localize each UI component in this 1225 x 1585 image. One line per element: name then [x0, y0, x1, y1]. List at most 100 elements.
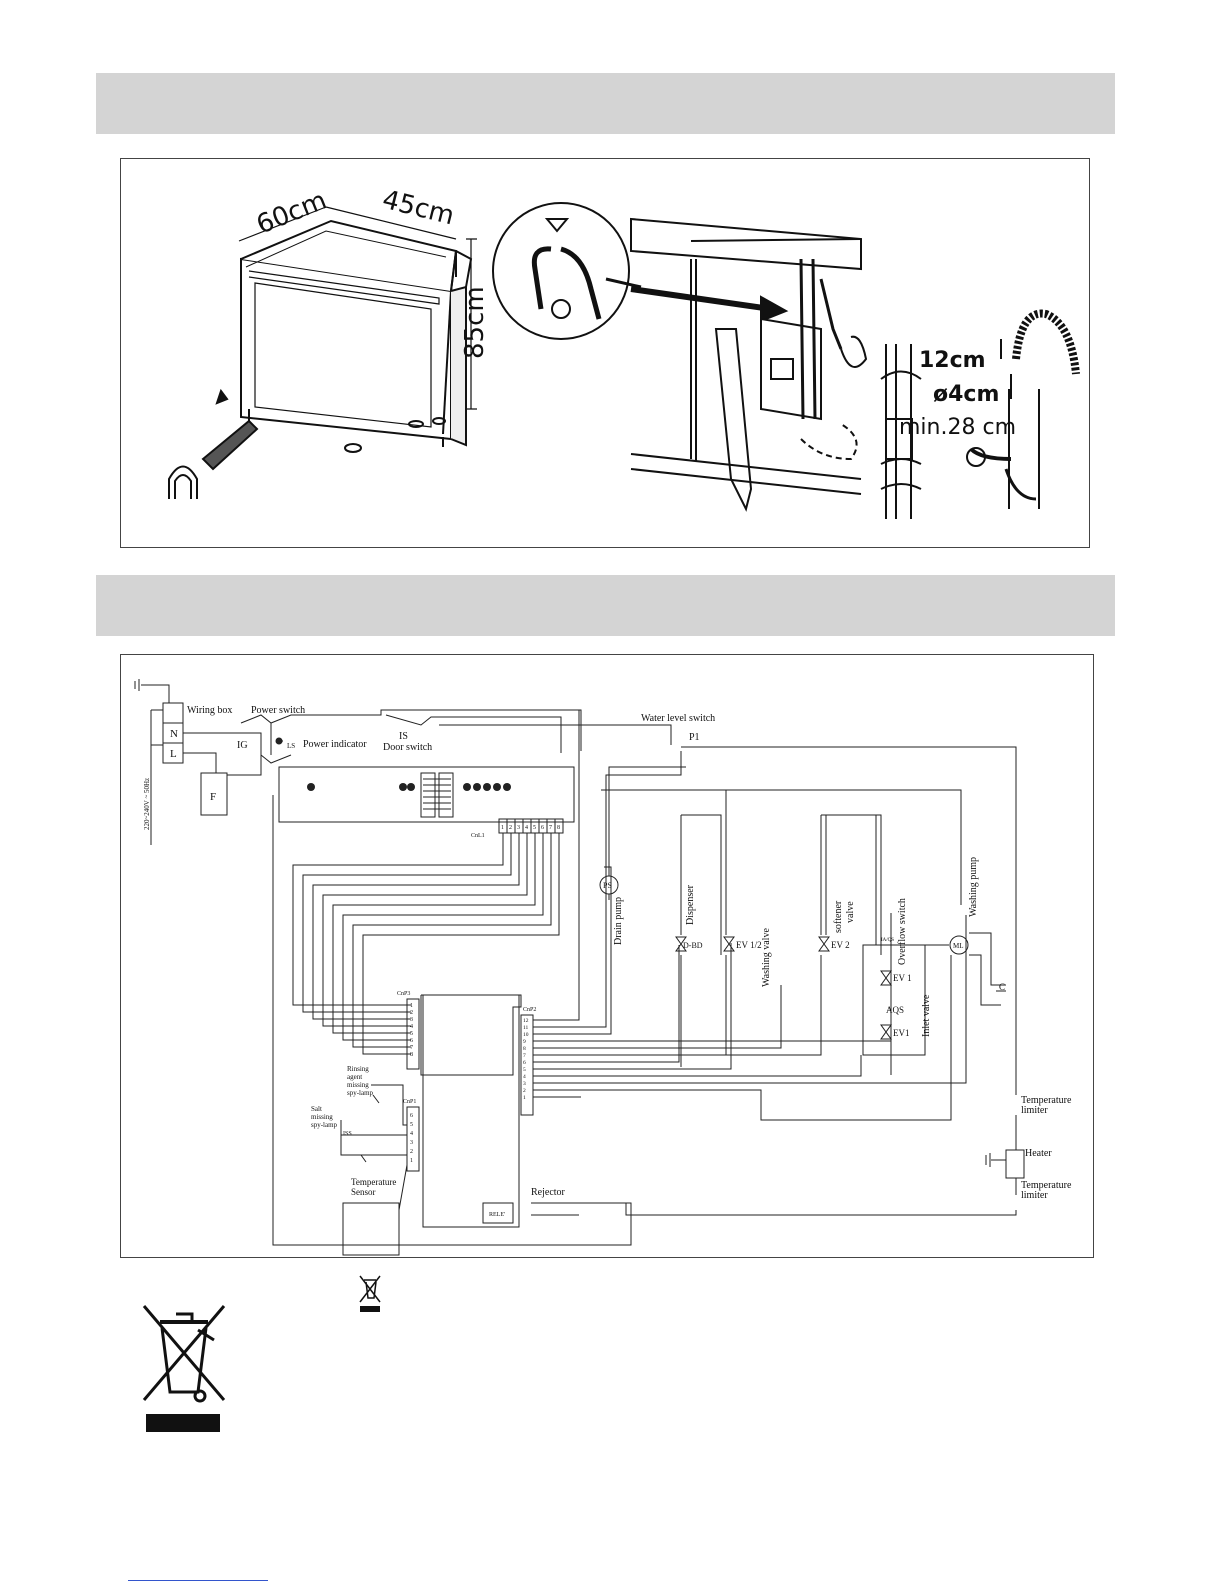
pin-cnp2: 8 — [523, 1046, 526, 1052]
pin-cnp3: 3 — [410, 1017, 413, 1023]
pin-cnp1: 3 — [410, 1140, 413, 1146]
label-temp-sensor-1: Temperature — [351, 1177, 396, 1187]
pin-cnl1: 8 — [557, 825, 560, 831]
pin-cnp2: 12 — [523, 1018, 529, 1024]
label-l: L — [170, 748, 177, 760]
pin-cnp3: 6 — [410, 1038, 413, 1044]
pin-cnp2: 11 — [523, 1025, 529, 1031]
label-cnl1: CnL1 — [471, 833, 485, 839]
label-door-switch: Door switch — [383, 742, 432, 753]
dim-height: 85cm — [460, 286, 490, 359]
weee-large-icon — [138, 1300, 230, 1436]
label-temp-sensor-2: Sensor — [351, 1187, 376, 1197]
label-ls: LS — [287, 742, 295, 750]
wiring-schematic: Wiring box Power switch Power indicator … — [134, 679, 1072, 1256]
pin-cnp3: 4 — [410, 1024, 413, 1030]
pin-cnp2: 9 — [523, 1039, 526, 1045]
label-door-switch-code: IS — [399, 731, 408, 742]
pin-cnl1: 4 — [525, 825, 528, 831]
pin-cnl1: 3 — [517, 825, 520, 831]
label-washing-pump: Washing pump — [968, 857, 979, 917]
pin-cnp1: 5 — [410, 1122, 413, 1128]
pin-cnp3: 8 — [410, 1052, 413, 1058]
label-ml: ML — [953, 942, 964, 950]
label-ev1b: EV1 — [893, 1028, 910, 1038]
label-wiring-box: Wiring box — [187, 705, 232, 716]
label-ev2: EV 2 — [831, 940, 850, 950]
label-p1: P1 — [689, 732, 700, 743]
label-softener-valve-2: valve — [845, 901, 856, 923]
pin-cnp2: 1 — [523, 1095, 526, 1101]
pin-cnl1: 2 — [509, 825, 512, 831]
label-salt-1: Salt — [311, 1105, 322, 1113]
pin-cnp3: 2 — [410, 1010, 413, 1016]
label-salt-3: spy-lamp — [311, 1121, 338, 1129]
pin-cnp2: 4 — [523, 1074, 526, 1080]
label-temp-limiter-4: limiter — [1021, 1190, 1048, 1201]
label-cnp2: CnP2 — [523, 1007, 536, 1013]
dim-hose-height: 12cm — [919, 348, 986, 373]
label-c: C — [999, 982, 1005, 992]
label-d-bd: D-BD — [683, 941, 703, 950]
pin-cnp2: 5 — [523, 1067, 526, 1073]
label-rele: RELE' — [489, 1212, 505, 1218]
pin-cnp2: 6 — [523, 1060, 526, 1066]
wiring-diagram: Wiring box Power switch Power indicator … — [120, 654, 1094, 1258]
label-salt-2: missing — [311, 1113, 333, 1121]
label-power-indicator: Power indicator — [303, 739, 367, 750]
label-f: F — [210, 791, 216, 803]
label-rejector: Rejector — [531, 1187, 566, 1198]
label-aqs-small: IA/QS — [881, 938, 894, 943]
label-ev1: EV 1 — [893, 973, 912, 983]
label-water-level-switch: Water level switch — [641, 713, 715, 724]
pin-cnp2: 10 — [523, 1032, 529, 1038]
footer-link-underline — [128, 1580, 268, 1581]
label-rinsing-3: missing — [347, 1081, 369, 1089]
label-rinsing-4: spy-lamp — [347, 1089, 374, 1097]
label-voltage: 220~240V ~ 50Hz — [143, 778, 151, 830]
label-ev12: EV 1/2 — [736, 940, 762, 950]
pin-cnp3: 7 — [410, 1045, 413, 1051]
pin-cnp3: 5 — [410, 1031, 413, 1037]
label-ps: PS — [603, 881, 612, 890]
pin-cnl1: 6 — [541, 825, 544, 831]
pin-cnl1: 7 — [549, 825, 552, 831]
dim-diameter: ø4cm — [933, 382, 999, 407]
pin-cnp1: 6 — [410, 1113, 413, 1119]
dim-min: min.28 cm — [899, 415, 1016, 440]
pin-cnp3: 1 — [410, 1003, 413, 1009]
label-ig: IG — [237, 740, 248, 751]
label-temp-limiter-1: Temperature — [1021, 1095, 1072, 1106]
section-header-band-installation — [96, 73, 1115, 134]
pin-cnl1: 1 — [501, 825, 504, 831]
label-heater: Heater — [1025, 1148, 1052, 1159]
pin-cnp2: 3 — [523, 1081, 526, 1087]
label-iss: ISS — [343, 1131, 352, 1137]
label-inlet-valve: Inlet valve — [921, 994, 932, 1037]
pin-cnl1: 5 — [533, 825, 536, 831]
installation-drawing: 60cm 45cm 85cm 12cm ø4 — [168, 185, 1080, 519]
dim-depth: 45cm — [379, 185, 457, 232]
weee-small-icon — [358, 1274, 382, 1314]
label-washing-valve: Washing valve — [761, 928, 772, 987]
pin-cnp1: 2 — [410, 1149, 413, 1155]
section-header-band-wiring — [96, 575, 1115, 636]
label-cnp1: CnP1 — [403, 1099, 416, 1105]
label-cnp3: CnP3 — [397, 991, 410, 997]
label-drain-pump: Drain pump — [613, 897, 624, 945]
label-power-switch: Power switch — [251, 705, 305, 716]
label-rinsing-2: agent — [347, 1073, 362, 1081]
label-temp-limiter-3: Temperature — [1021, 1180, 1072, 1191]
label-temp-limiter-2: limiter — [1021, 1105, 1048, 1116]
pin-cnp2: 2 — [523, 1088, 526, 1094]
label-aqs: AQS — [886, 1005, 904, 1015]
label-softener-valve-1: softener — [833, 900, 844, 933]
pin-cnp1: 4 — [410, 1131, 413, 1137]
pin-cnp2: 7 — [523, 1053, 526, 1059]
label-overflow-switch: Overflow switch — [897, 898, 908, 965]
label-dispenser: Dispenser — [685, 884, 696, 925]
label-rinsing-1: Rinsing — [347, 1065, 369, 1073]
label-n: N — [170, 728, 178, 740]
pin-cnp1: 1 — [410, 1158, 413, 1164]
installation-figure: 60cm 45cm 85cm 12cm ø4 — [120, 158, 1090, 548]
